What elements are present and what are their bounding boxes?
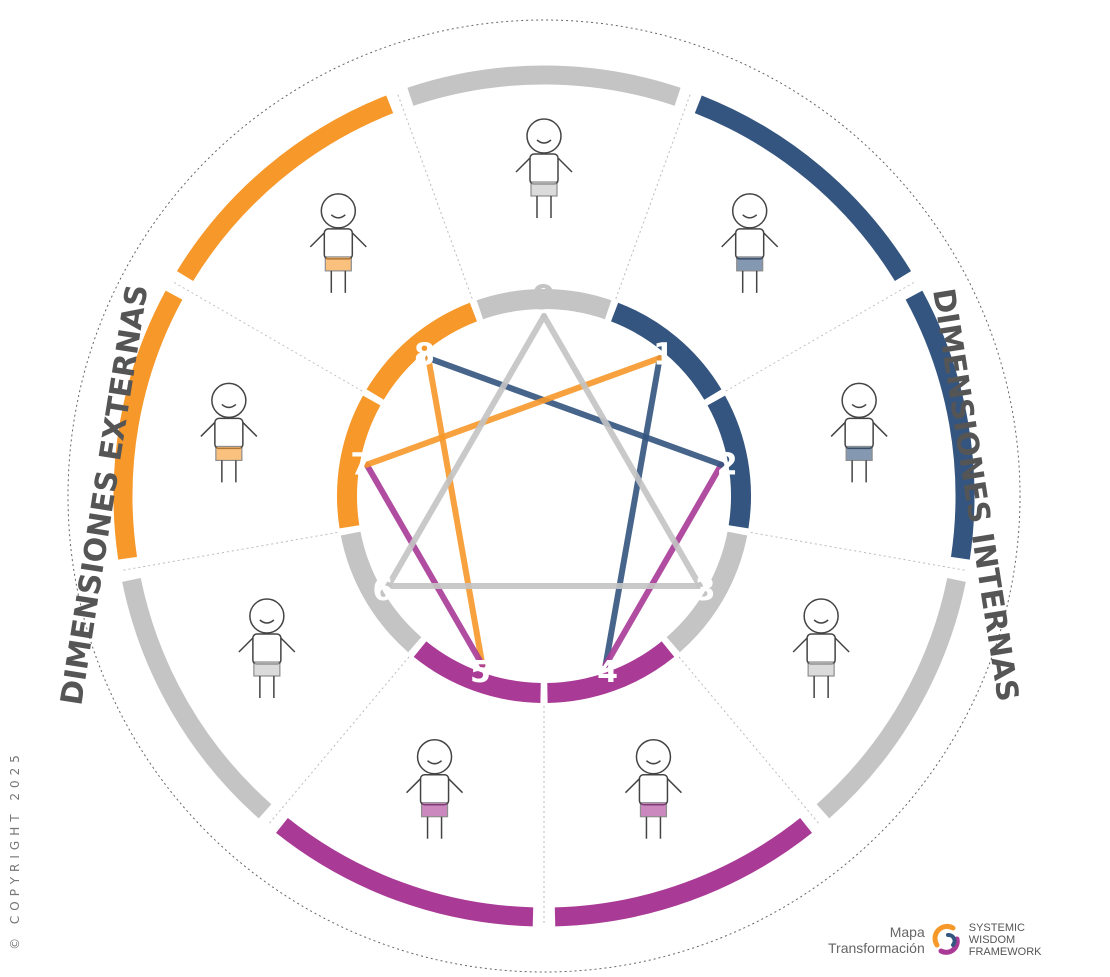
brand-title-1: Mapa (889, 924, 925, 940)
sector-divider (120, 531, 338, 572)
outer-dotted-circle (67, 19, 1021, 973)
swirl-logo-icon (932, 923, 960, 955)
connection-6-9 (385, 313, 547, 589)
sector-divider (396, 91, 473, 299)
point-number-8: 8 (414, 338, 435, 373)
connection-7-1 (363, 355, 663, 468)
connection-2-8 (425, 355, 725, 468)
sector-divider (678, 656, 821, 826)
outer-segment-7 (113, 290, 183, 560)
child-illustration-3 (792, 598, 850, 698)
point-number-1: 1 (653, 338, 674, 373)
inner-segment-3 (666, 531, 748, 653)
point-number-7: 7 (350, 448, 371, 483)
child-illustration-4 (624, 738, 682, 839)
inner-segment-2 (707, 395, 751, 529)
outer-segment-3 (816, 578, 966, 819)
outer-segment-2 (905, 290, 975, 560)
brand-fw-3: FRAMEWORK (968, 946, 1042, 958)
outer-segment-5 (276, 818, 534, 927)
child-illustration-2 (830, 382, 888, 483)
connection-8-5 (425, 355, 486, 669)
outer-segment-4 (554, 818, 812, 927)
inner-segment-9 (476, 289, 612, 320)
brand-logo: Mapa Transformación SYSTEMIC WISDOM FRAM… (828, 922, 1041, 958)
brand-title-2: Transformación (828, 940, 925, 956)
inner-segment-5 (413, 641, 541, 703)
point-number-9: 9 (532, 278, 556, 318)
connection-9-3 (541, 313, 703, 589)
inner-segment-8 (366, 302, 478, 400)
child-illustration-7 (200, 382, 258, 483)
connection-5-7 (363, 461, 486, 669)
inner-segment-1 (610, 302, 722, 400)
inner-segment-4 (547, 641, 675, 703)
child-illustration-5 (406, 738, 464, 839)
point-number-6: 6 (372, 573, 393, 608)
point-number-5: 5 (470, 655, 491, 690)
sector-divider (750, 531, 968, 572)
child-illustration-1 (721, 193, 779, 293)
child-illustration-8 (309, 193, 367, 293)
sector-divider (267, 656, 410, 826)
inner-segment-7 (337, 395, 381, 529)
connection-1-4 (602, 355, 663, 669)
outer-segment-9 (407, 65, 681, 106)
outer-segment-8 (176, 95, 394, 281)
point-number-4: 4 (597, 655, 618, 690)
brand-fw-1: SYSTEMIC (968, 922, 1025, 934)
sector-divider (725, 280, 917, 392)
sector-divider (171, 280, 363, 392)
point-number-2: 2 (717, 448, 738, 483)
sector-divider (615, 91, 692, 299)
child-illustration-6 (238, 598, 296, 698)
inner-segment-6 (340, 531, 422, 653)
brand-fw-2: WISDOM (968, 934, 1016, 946)
outer-segment-1 (694, 95, 912, 281)
point-number-3: 3 (695, 573, 716, 608)
copyright: © COPYRIGHT 2025 (8, 750, 22, 950)
outer-segment-6 (122, 578, 272, 819)
connection-4-2 (602, 461, 725, 669)
child-illustration-9 (515, 118, 573, 218)
